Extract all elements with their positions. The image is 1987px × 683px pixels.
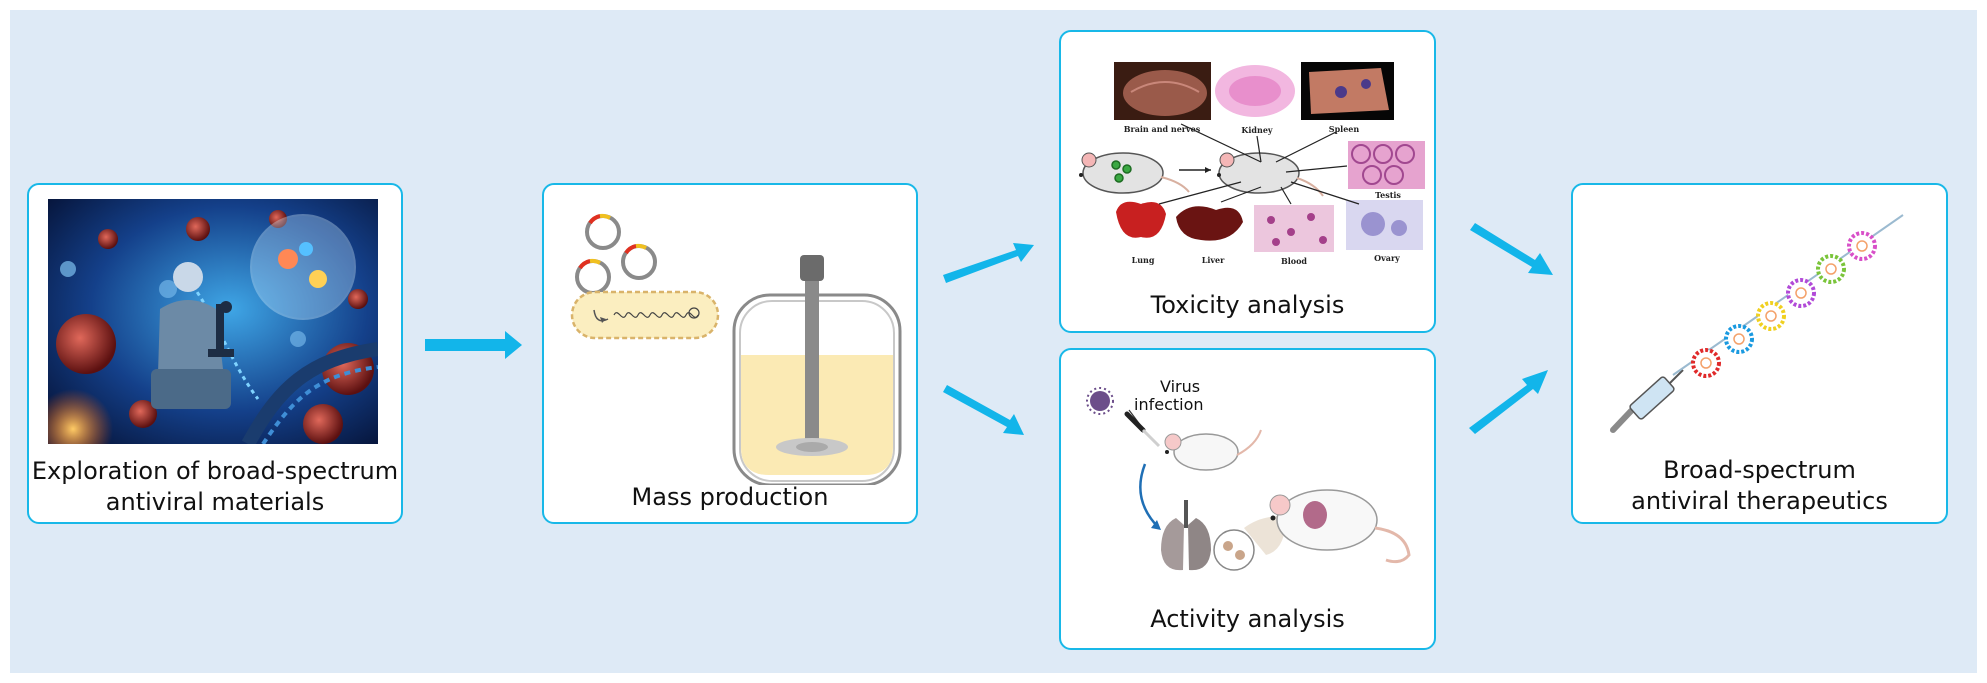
virus-particles-colored [1691,231,1877,378]
organ-label-ovary: Ovary [1374,253,1400,263]
plasmid-icons [575,213,657,295]
activity-illustration: Virus infection [1086,377,1411,571]
therapeutics-caption-line2: antiviral therapeutics [1631,487,1888,515]
dropper-icon [1124,411,1161,448]
mass-production-caption: Mass production [631,483,829,511]
organ-label-liver: Liver [1202,255,1225,265]
mouse-left [1079,152,1190,194]
mass-production-box: Mass production [542,183,918,524]
bioreactor-icon [732,255,902,485]
mouse-with-lung [1269,489,1411,564]
exploration-caption-line2: antiviral materials [105,488,325,516]
activity-analysis-box: Virus infection Ac [1059,348,1436,650]
exploration-box: Exploration of broad-spectrum antiviral … [27,183,403,524]
therapeutics-box: Broad-spectrum antiviral therapeutics [1571,183,1948,524]
toxicity-caption: Toxicity analysis [1150,291,1345,319]
organ-label-testis: Testis [1375,190,1401,200]
organ-label-lung: Lung [1132,255,1155,265]
therapeutics-caption-line1: Broad-spectrum [1663,456,1856,484]
virus-label-line1: Virus [1160,377,1200,396]
exploration-caption-line1: Exploration of broad-spectrum [31,457,399,485]
therapeutics-illustration [1610,214,1904,433]
exploration-illustration [48,199,378,444]
bacterium-cell [570,290,720,340]
organ-label-spleen: Spleen [1329,124,1360,134]
virus-icon [1086,387,1114,415]
virus-label-line2: infection [1134,395,1204,414]
organ-images [1114,62,1425,252]
toxicity-analysis-box: Brain and nerves Kidney Spleen Testis Lu… [1059,30,1436,333]
organ-link-lines [1158,123,1360,205]
organ-label-brain: Brain and nerves [1124,124,1201,134]
activity-caption: Activity analysis [1150,605,1345,633]
organ-label-kidney: Kidney [1241,125,1272,135]
scientist-figure [151,262,234,409]
organ-label-blood: Blood [1281,256,1307,266]
mass-production-illustration [570,213,902,485]
mouse-center [1217,152,1324,197]
organ-labels: Brain and nerves Kidney Spleen Testis Lu… [1124,124,1402,266]
toxicity-illustration: Brain and nerves Kidney Spleen Testis Lu… [1079,62,1425,266]
infected-mouse [1164,429,1262,471]
lungs-icon [1161,500,1211,571]
syringe-icon [1610,369,1684,433]
